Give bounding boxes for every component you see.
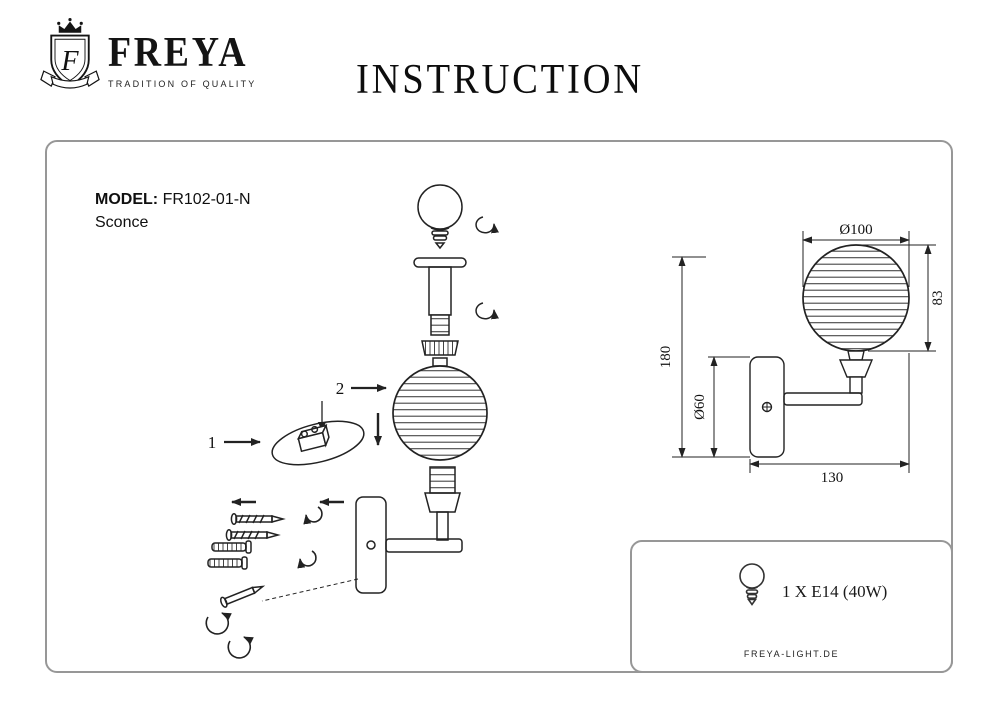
spec-box: 1 X E14 (40W) FREYA-LIGHT.DE bbox=[630, 540, 953, 673]
brand-logo: F FREYA TRADITION OF QUALITY bbox=[40, 16, 264, 100]
freya-shield-icon: F bbox=[40, 17, 100, 89]
dimension-globe-height: 83 bbox=[862, 244, 946, 352]
logo-letter: F bbox=[60, 46, 79, 77]
twist-arrow-icon bbox=[475, 216, 499, 234]
dimension-projection: 130 bbox=[749, 353, 910, 486]
side-view-arm bbox=[783, 392, 863, 406]
dimension-backplate-diameter: Ø60 bbox=[692, 356, 750, 458]
bulb-part bbox=[417, 184, 463, 250]
part-callout-2: 2 bbox=[336, 379, 387, 398]
twist-arrow-icon bbox=[303, 506, 323, 525]
website: FREYA-LIGHT.DE bbox=[743, 649, 840, 659]
terminal-block-part bbox=[271, 420, 365, 466]
model-line: MODEL: FR102-01-N bbox=[95, 188, 251, 211]
fixing-screw-part bbox=[220, 578, 359, 608]
svg-text:Ø60: Ø60 bbox=[692, 394, 708, 420]
side-view-globe bbox=[802, 244, 910, 394]
dimension-globe-diameter: Ø100 bbox=[802, 222, 910, 287]
svg-text:180: 180 bbox=[658, 346, 674, 369]
svg-text:2: 2 bbox=[336, 379, 345, 398]
svg-text:Ø100: Ø100 bbox=[839, 222, 872, 238]
twist-arrow-icon bbox=[205, 612, 232, 635]
twist-arrow-icon bbox=[475, 302, 499, 320]
bulb-spec: 1 X E14 (40W) bbox=[782, 582, 888, 601]
twist-arrow-icon bbox=[227, 636, 254, 659]
stem-part bbox=[413, 257, 467, 336]
svg-text:83: 83 bbox=[930, 291, 946, 306]
ring-nut-part bbox=[421, 340, 459, 356]
globe-part bbox=[392, 357, 488, 461]
side-view-backplate bbox=[749, 356, 785, 458]
bulb-icon bbox=[739, 563, 765, 606]
dimension-total-height: 180 bbox=[658, 256, 750, 458]
wall-anchors-part bbox=[207, 540, 252, 570]
page-title: INSTRUCTION bbox=[356, 57, 644, 103]
part-callout-1: 1 bbox=[208, 433, 261, 452]
brand-tagline: TRADITION OF QUALITY bbox=[108, 79, 257, 89]
wall-bracket-part bbox=[355, 496, 463, 594]
svg-text:1: 1 bbox=[208, 433, 217, 452]
model-label: MODEL: bbox=[95, 191, 159, 208]
dimension-drawing: Ø100 83 180 Ø60 130 bbox=[658, 222, 946, 486]
model-block: MODEL: FR102-01-N Sconce bbox=[95, 188, 251, 234]
lamp-holder-part bbox=[424, 466, 461, 541]
brand-name: FREYA bbox=[108, 30, 249, 76]
exploded-view-diagram: 2 1 bbox=[205, 184, 499, 659]
twist-arrow-icon bbox=[297, 550, 317, 569]
product-type: Sconce bbox=[95, 214, 149, 232]
mounting-screws-part bbox=[225, 513, 286, 541]
model-value: FR102-01-N bbox=[162, 191, 251, 208]
svg-text:130: 130 bbox=[821, 470, 844, 486]
